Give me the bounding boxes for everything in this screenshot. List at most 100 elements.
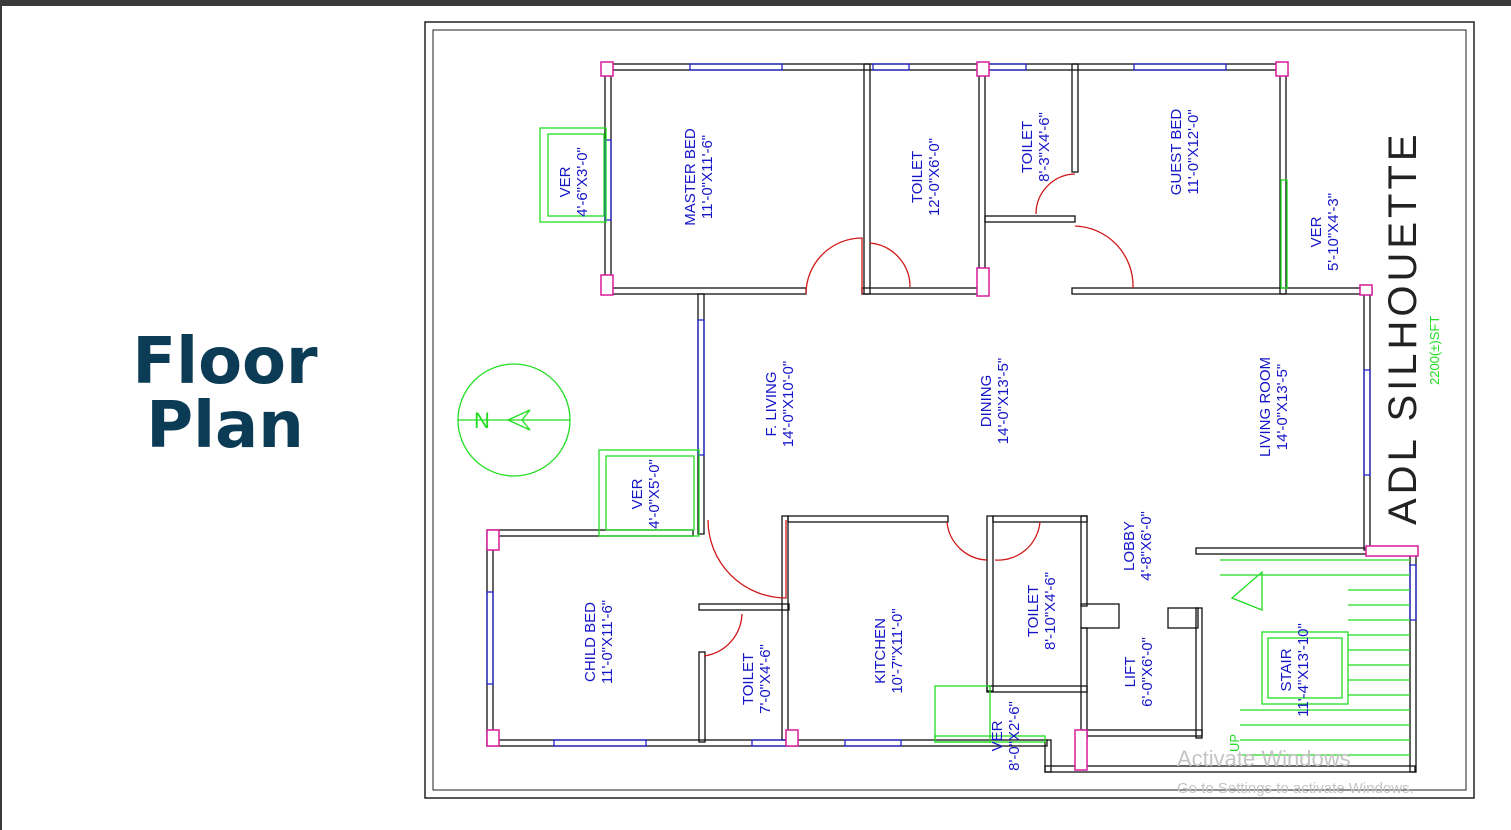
kitchen-right-wall: [986, 515, 994, 692]
heading-line-2: Plan: [146, 389, 304, 463]
room-name: CHILD BED: [582, 602, 599, 682]
lift-left-wall: [1080, 627, 1088, 739]
lift-bottom-wall: [1080, 729, 1203, 737]
master-toilet-partition: [863, 63, 871, 295]
doors: [703, 173, 1134, 657]
room-name: STAIR: [1278, 648, 1295, 691]
room-size: 11'-0"X11'-6": [599, 600, 616, 684]
room-labels: VER4'-6"X3'-0"MASTER BED11'-0"X11'-6"TOI…: [557, 109, 1342, 771]
page-heading: Floor Plan: [100, 330, 350, 458]
room-size: 8'-10"X4'-6": [1042, 572, 1059, 650]
room-label: KITCHEN10'-7"X11'-0": [872, 608, 906, 693]
room-name: LIFT: [1122, 657, 1139, 688]
green-elements: [457, 127, 1410, 756]
stair-right-wall: [1409, 551, 1417, 773]
child-bed-top-wall: [492, 529, 694, 537]
kitchen-left-wall: [781, 515, 789, 741]
room-label: GUEST BED11'-0"X12'-0": [1168, 109, 1202, 196]
door-guest-bed: [1074, 225, 1134, 289]
window-guest-bed: [1133, 63, 1227, 71]
child-toilet-left-wall: [698, 651, 706, 743]
window-toilet-2: [987, 63, 1027, 71]
window-family-living: [697, 319, 705, 456]
room-name: TOILET: [909, 151, 926, 203]
north-label: N: [474, 408, 490, 433]
room-name: TOILET: [740, 653, 757, 705]
room-label: TOILET8'-3"X4'-6": [1019, 112, 1053, 182]
window-child-bed-bottom: [553, 739, 647, 747]
inner-frame: [432, 29, 1467, 791]
room-name: DINING: [978, 375, 995, 428]
room-size: 6'-0"X6'-0": [1139, 637, 1156, 707]
room-label: TOILET8'-10"X4'-6": [1025, 572, 1059, 650]
guest-verandah-rail: [1280, 179, 1288, 289]
entry-left-wall: [1044, 739, 1052, 773]
door-lobby-toilet: [994, 521, 1041, 561]
heading-line-1: Floor: [132, 325, 318, 399]
lobby-left-wall: [1080, 515, 1088, 607]
room-label: MASTER BED11'-0"X11'-6": [682, 128, 716, 226]
room-size: 4'-0"X5'-0": [646, 459, 663, 529]
room-name: VER: [629, 478, 646, 509]
room-size: 14'-0"X10'-0": [780, 361, 797, 447]
room-name: MASTER BED: [682, 128, 699, 226]
toilet-bottom-wall: [984, 215, 1076, 223]
living-room-right-wall: [1363, 287, 1371, 551]
door-kitchen: [946, 521, 988, 561]
room-label: VER5'-10"X4'-3": [1308, 193, 1342, 271]
room-label: VER4'-0"X5'-0": [629, 459, 663, 529]
master-verandah: [539, 127, 607, 223]
room-label: VER4'-6"X3'-0": [557, 147, 591, 217]
room-label: DINING14'-0"X13'-5": [978, 358, 1012, 444]
room-name: VER: [557, 166, 574, 197]
window-left-border: [0, 6, 2, 830]
lift-pier-right: [1167, 607, 1199, 629]
room-name: F. LIVING: [763, 371, 780, 436]
project-title: ADL SILHOUETTE: [1381, 130, 1425, 525]
room-size: 12'-0"X6'-0": [926, 138, 943, 216]
room-name: VER: [1308, 216, 1325, 247]
child-bed-left-wall: [486, 529, 494, 746]
room-size: 8'-3"X4'-6": [1036, 112, 1053, 182]
guest-toilet-partition: [1071, 63, 1079, 173]
master-bed-bottom-wall: [610, 287, 807, 295]
window-stair: [1409, 564, 1417, 621]
top-wall: [604, 63, 1286, 71]
room-label: TOILET12'-0"X6'-0": [909, 138, 943, 216]
kitchen-top-wall: [787, 515, 949, 523]
room-size: 14'-0"X13'-5": [995, 358, 1012, 444]
lift-right-wall: [1195, 607, 1203, 739]
toilet-bottom-wall-2: [861, 287, 983, 295]
room-size: 4'-8"X6'-0": [1138, 511, 1155, 581]
room-size: 4'-6"X3'-0": [574, 147, 591, 217]
room-label: CHILD BED11'-0"X11'-6": [582, 600, 616, 684]
room-label: VER8'-0"X2'-6": [989, 701, 1023, 771]
room-size: 11'-4"X13'-10": [1295, 623, 1312, 717]
room-name: LOBBY: [1121, 521, 1138, 571]
living-room-bottom-wall: [1195, 547, 1369, 555]
window-master-ver: [604, 139, 612, 221]
window-toilet-1: [872, 63, 910, 71]
room-name: VER: [989, 720, 1006, 751]
toilet-partition-mid: [978, 63, 986, 295]
area-label: 2200(±)SFT: [1427, 316, 1442, 385]
room-size: 10'-7"X11'-0": [889, 608, 906, 693]
room-size: 8'-0"X2'-6": [1006, 701, 1023, 771]
lobby-toilet-bottom-wall: [986, 685, 1088, 693]
room-size: 14'-0"X13'-5": [1274, 364, 1291, 450]
kitchen-verandah: [934, 685, 991, 743]
room-name: TOILET: [1025, 585, 1042, 637]
room-label: TOILET7'-0"X4'-6": [740, 644, 774, 714]
window-child-toilet: [751, 739, 789, 747]
child-toilet-top-wall: [698, 603, 790, 611]
room-label: STAIR11'-4"X13'-10": [1278, 623, 1312, 717]
window-top-border: [0, 0, 1511, 6]
room-name: LIVING ROOM: [1257, 357, 1274, 457]
door-master-bed: [805, 237, 863, 295]
columns: [486, 61, 1419, 771]
door-master-toilet: [869, 242, 911, 288]
door-guest-toilet: [1035, 173, 1076, 215]
stair-up-label: UP: [1227, 734, 1242, 752]
windows: [486, 63, 1417, 747]
